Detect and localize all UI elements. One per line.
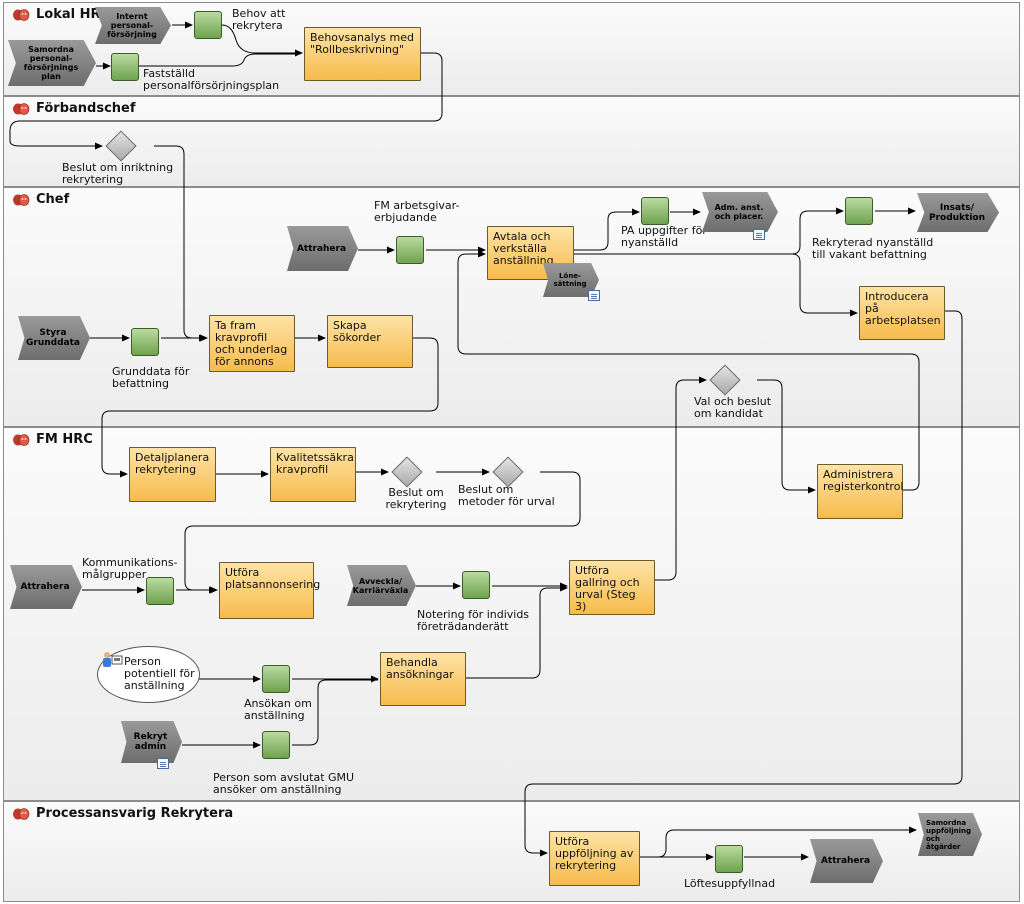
event-person-avslutat-gmu[interactable] (262, 731, 290, 759)
activity-administrera-registerkontrol[interactable]: Administrera registerkontrol (817, 464, 903, 519)
event-ansokan-om-anstallning[interactable] (262, 665, 290, 693)
process-samordna-personalforsorjningsplan[interactable]: Samordna personal-försörjnings plan (8, 40, 96, 86)
lane-label: Lokal HR (36, 7, 101, 22)
document-icon (157, 758, 169, 769)
gateway-label: Beslut om metoder för urval (458, 483, 555, 508)
gateway-label: Beslut om inriktning rekrytering (62, 161, 174, 186)
process-samordna-uppfoljning[interactable]: Samordna uppföljning och åtgärder (918, 813, 982, 856)
lane-lokal-hr: Lokal HR (3, 2, 1020, 96)
activity-detaljplanera[interactable]: Detaljplanera rekrytering (129, 447, 216, 502)
activity-utfora-gallring[interactable]: Utföra gallring och urval (Steg 3) (569, 560, 655, 615)
activity-ta-fram-kravprofil[interactable]: Ta fram kravprofil och underlag för anno… (209, 315, 295, 372)
event-label: PA uppgifter för nyanställd (621, 224, 707, 249)
lane-label: Processansvarig Rekrytera (36, 806, 234, 821)
theater-masks-icon (12, 807, 30, 820)
process-internt-personalforsorjning[interactable]: Internt personal-försörjning (95, 7, 171, 44)
lane-fm-hrc-title: FM HRC (12, 432, 93, 447)
activity-behovsanalys[interactable]: Behovsanalys med "Rollbeskrivning" (304, 27, 421, 81)
lane-processansvarig-title: Processansvarig Rekrytera (12, 806, 233, 821)
event-behov-att-rekrytera[interactable] (194, 11, 222, 39)
event-notering-individs[interactable] (462, 571, 490, 599)
activity-utfora-platsannonsering[interactable]: Utföra platsannonsering (219, 562, 320, 619)
activity-utfora-uppfoljning[interactable]: Utföra uppföljning av rekrytering (549, 831, 640, 886)
lane-label: Förbandschef (36, 101, 136, 116)
gateway-beslut-inriktning[interactable] (104, 129, 138, 163)
theater-masks-icon (12, 8, 30, 21)
actor-label: Person potentiell för anställning (124, 655, 195, 692)
activity-behandla-ansokningar[interactable]: Behandla ansökningar (380, 652, 466, 706)
gateway-beslut-om-rekrytering[interactable] (390, 455, 424, 489)
theater-masks-icon (12, 102, 30, 115)
theater-masks-icon (12, 193, 30, 206)
process-attrahera-chef[interactable]: Attrahera (287, 226, 358, 271)
process-insats-produktion[interactable]: Insats/ Produktion (917, 193, 999, 232)
event-label: Fastställd personalförsörjningsplan (143, 67, 280, 92)
process-rekryt-admin[interactable]: Rekryt admin (121, 721, 182, 763)
event-label: Kommunikations-målgrupper (82, 556, 178, 581)
document-icon (753, 229, 765, 240)
lane-label: Chef (36, 192, 70, 207)
document-icon (588, 290, 600, 301)
event-label: Ansökan om anställning (244, 697, 312, 722)
event-kommunikationsmalgrupper[interactable] (146, 577, 174, 605)
event-label: Löftesuppfyllnad (684, 877, 776, 890)
activity-avtala-verkstalla[interactable]: Avtala och verkställa anställning (487, 226, 574, 280)
event-faststalld-plan[interactable] (111, 53, 139, 81)
event-label: Person som avslutat GMU ansöker om anstä… (213, 771, 355, 796)
gateway-label: Beslut om rekrytering (385, 486, 447, 511)
activity-skapa-sokorder[interactable]: Skapa sökorder (327, 315, 413, 368)
event-rekryterad-nyanstalld[interactable] (845, 197, 873, 225)
event-loftesuppfyllnad[interactable] (715, 845, 743, 873)
lane-label: FM HRC (36, 432, 93, 447)
event-pa-uppgifter[interactable] (641, 197, 669, 225)
event-label: FM arbetsgivar- erbjudande (374, 199, 460, 224)
lane-forbandschef: Förbandschef (3, 96, 1020, 187)
lane-forbandschef-title: Förbandschef (12, 101, 136, 116)
theater-masks-icon (12, 433, 30, 446)
activity-kvalitetssakra[interactable]: Kvalitetssäkra kravprofil (270, 447, 356, 502)
event-label: Behov att rekrytera (232, 7, 286, 32)
event-label: Rekryterad nyanställd till vakant befatt… (812, 236, 934, 261)
event-label: Notering för individs företrädanderätt (417, 608, 530, 633)
process-styra-grunddata[interactable]: Styra Grunddata (18, 316, 90, 360)
process-avveckla-karriarvaxla[interactable]: Avveckla/ Karriärväxla (347, 565, 416, 606)
event-grunddata-for-befattning[interactable] (131, 328, 159, 356)
process-adm-anst-placer[interactable]: Adm. anst. och placer. (702, 192, 778, 232)
process-attrahera-pa[interactable]: Attrahera (810, 839, 883, 883)
person-icon (101, 651, 123, 667)
gateway-label: Val och beslut om kandidat (694, 395, 772, 420)
process-attrahera-hrc[interactable]: Attrahera (10, 565, 82, 609)
activity-introducera[interactable]: Introducera på arbetsplatsen (859, 286, 945, 340)
lane-lokal-hr-title: Lokal HR (12, 7, 101, 22)
lane-chef-title: Chef (12, 192, 69, 207)
event-label: Grunddata för befattning (112, 365, 190, 390)
gateway-val-och-beslut[interactable] (708, 363, 742, 397)
event-fm-arbetsgivarerbjudande[interactable] (396, 236, 424, 264)
